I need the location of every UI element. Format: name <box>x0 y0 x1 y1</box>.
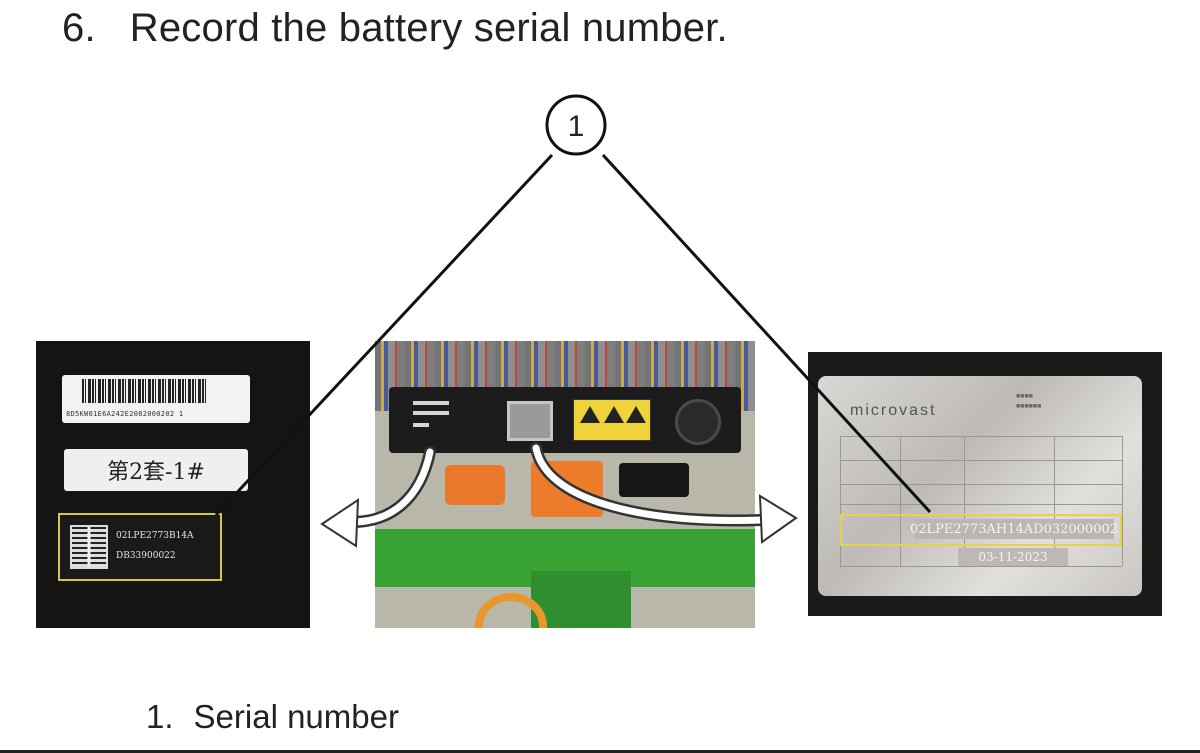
serial-number-value: 02LPE2773AH14AD032000002 <box>910 519 1118 539</box>
legend-number: 1. <box>146 698 174 735</box>
qr-serial-line-2: DB33900022 <box>116 551 176 561</box>
battery-label-photo-left: 8D5KW01E6A242E2082000202 1 第2套-1# 02LPE2… <box>36 341 310 628</box>
table-line <box>840 436 841 566</box>
qr-code-icon <box>70 525 108 569</box>
step-number: 6. <box>62 6 96 50</box>
arrow-left-head <box>320 498 360 548</box>
orange-lifting-ring <box>475 593 547 628</box>
table-line <box>840 566 1122 567</box>
metal-nameplate: microvast ■■■■■■■■■■ 02LPE2773AH14AD0320… <box>818 376 1142 596</box>
battery-junction-box <box>389 387 741 453</box>
manufacture-date: 03-11-2023 <box>958 548 1068 566</box>
table-line <box>840 436 1122 437</box>
callout-circle <box>545 94 607 156</box>
bottom-divider <box>0 750 1200 753</box>
orange-connector <box>531 461 603 517</box>
table-line <box>840 504 1122 505</box>
vent-slot <box>413 401 449 405</box>
vent-slot <box>413 411 449 415</box>
table-line <box>900 436 901 566</box>
table-line <box>840 484 1122 485</box>
nameplate-photo-right: microvast ■■■■■■■■■■ 02LPE2773AH14AD0320… <box>808 352 1162 616</box>
legend-item: 1. Serial number <box>146 698 399 736</box>
qr-serial-line-1: 02LPE2773B14A <box>116 531 194 541</box>
round-plug <box>675 399 721 445</box>
brand-subtitle-graphic: ■■■■■■■■■■ <box>1016 393 1042 410</box>
table-line <box>1122 436 1123 566</box>
green-post <box>531 571 631 628</box>
warning-icon <box>604 406 624 423</box>
warning-icon <box>580 406 600 423</box>
serial-number-highlight <box>840 514 1122 546</box>
table-line <box>964 436 965 566</box>
barcode-text: 8D5KW01E6A242E2082000202 1 <box>66 410 184 418</box>
warning-sticker <box>573 399 651 441</box>
legend-text: Serial number <box>193 698 399 735</box>
small-label-tag <box>413 423 429 427</box>
warning-icon <box>626 406 646 423</box>
table-line <box>840 460 1122 461</box>
orange-connector <box>445 465 505 505</box>
qr-serial-plate: 02LPE2773B14A DB33900022 <box>58 513 222 581</box>
callout-number: 1 <box>568 110 585 143</box>
step-text: Record the battery serial number. <box>129 6 728 50</box>
barcode-graphic <box>82 379 206 403</box>
chinese-label: 第2套-1# <box>64 449 248 491</box>
battery-pack-photo <box>375 341 755 628</box>
table-line <box>1054 436 1055 566</box>
brand-logo: microvast <box>850 402 937 419</box>
black-connector <box>619 463 689 497</box>
step-instruction: 6. Record the battery serial number. <box>62 6 728 51</box>
arrow-right-head <box>758 494 798 544</box>
service-connector <box>507 401 553 441</box>
barcode-sticker: 8D5KW01E6A242E2082000202 1 <box>62 375 250 423</box>
